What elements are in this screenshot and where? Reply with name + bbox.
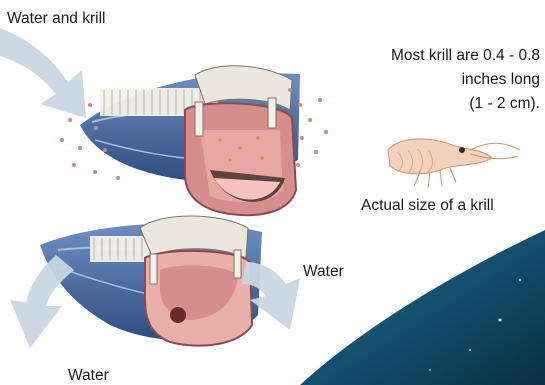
ocean-background bbox=[300, 230, 545, 385]
water-outflow-label-right: Water bbox=[303, 262, 344, 281]
krill-size-line-1: Most krill are 0.4 - 0.8 bbox=[391, 44, 540, 68]
krill-size-line-3: (1 - 2 cm). bbox=[391, 92, 540, 116]
outflow-arrow-icon bbox=[10, 255, 74, 348]
actual-size-label: Actual size of a krill bbox=[361, 196, 494, 215]
inflow-arrow-icon bbox=[0, 28, 86, 118]
whale-head-top bbox=[80, 66, 300, 215]
krill-size-note: Most krill are 0.4 - 0.8 inches long (1 … bbox=[391, 44, 540, 116]
krill-size-line-2: inches long bbox=[391, 68, 540, 92]
whale-head-bottom bbox=[40, 216, 262, 346]
water-and-krill-label: Water and krill bbox=[7, 9, 105, 28]
krill-icon bbox=[388, 139, 520, 188]
water-outflow-label-bottom: Water bbox=[68, 366, 109, 385]
